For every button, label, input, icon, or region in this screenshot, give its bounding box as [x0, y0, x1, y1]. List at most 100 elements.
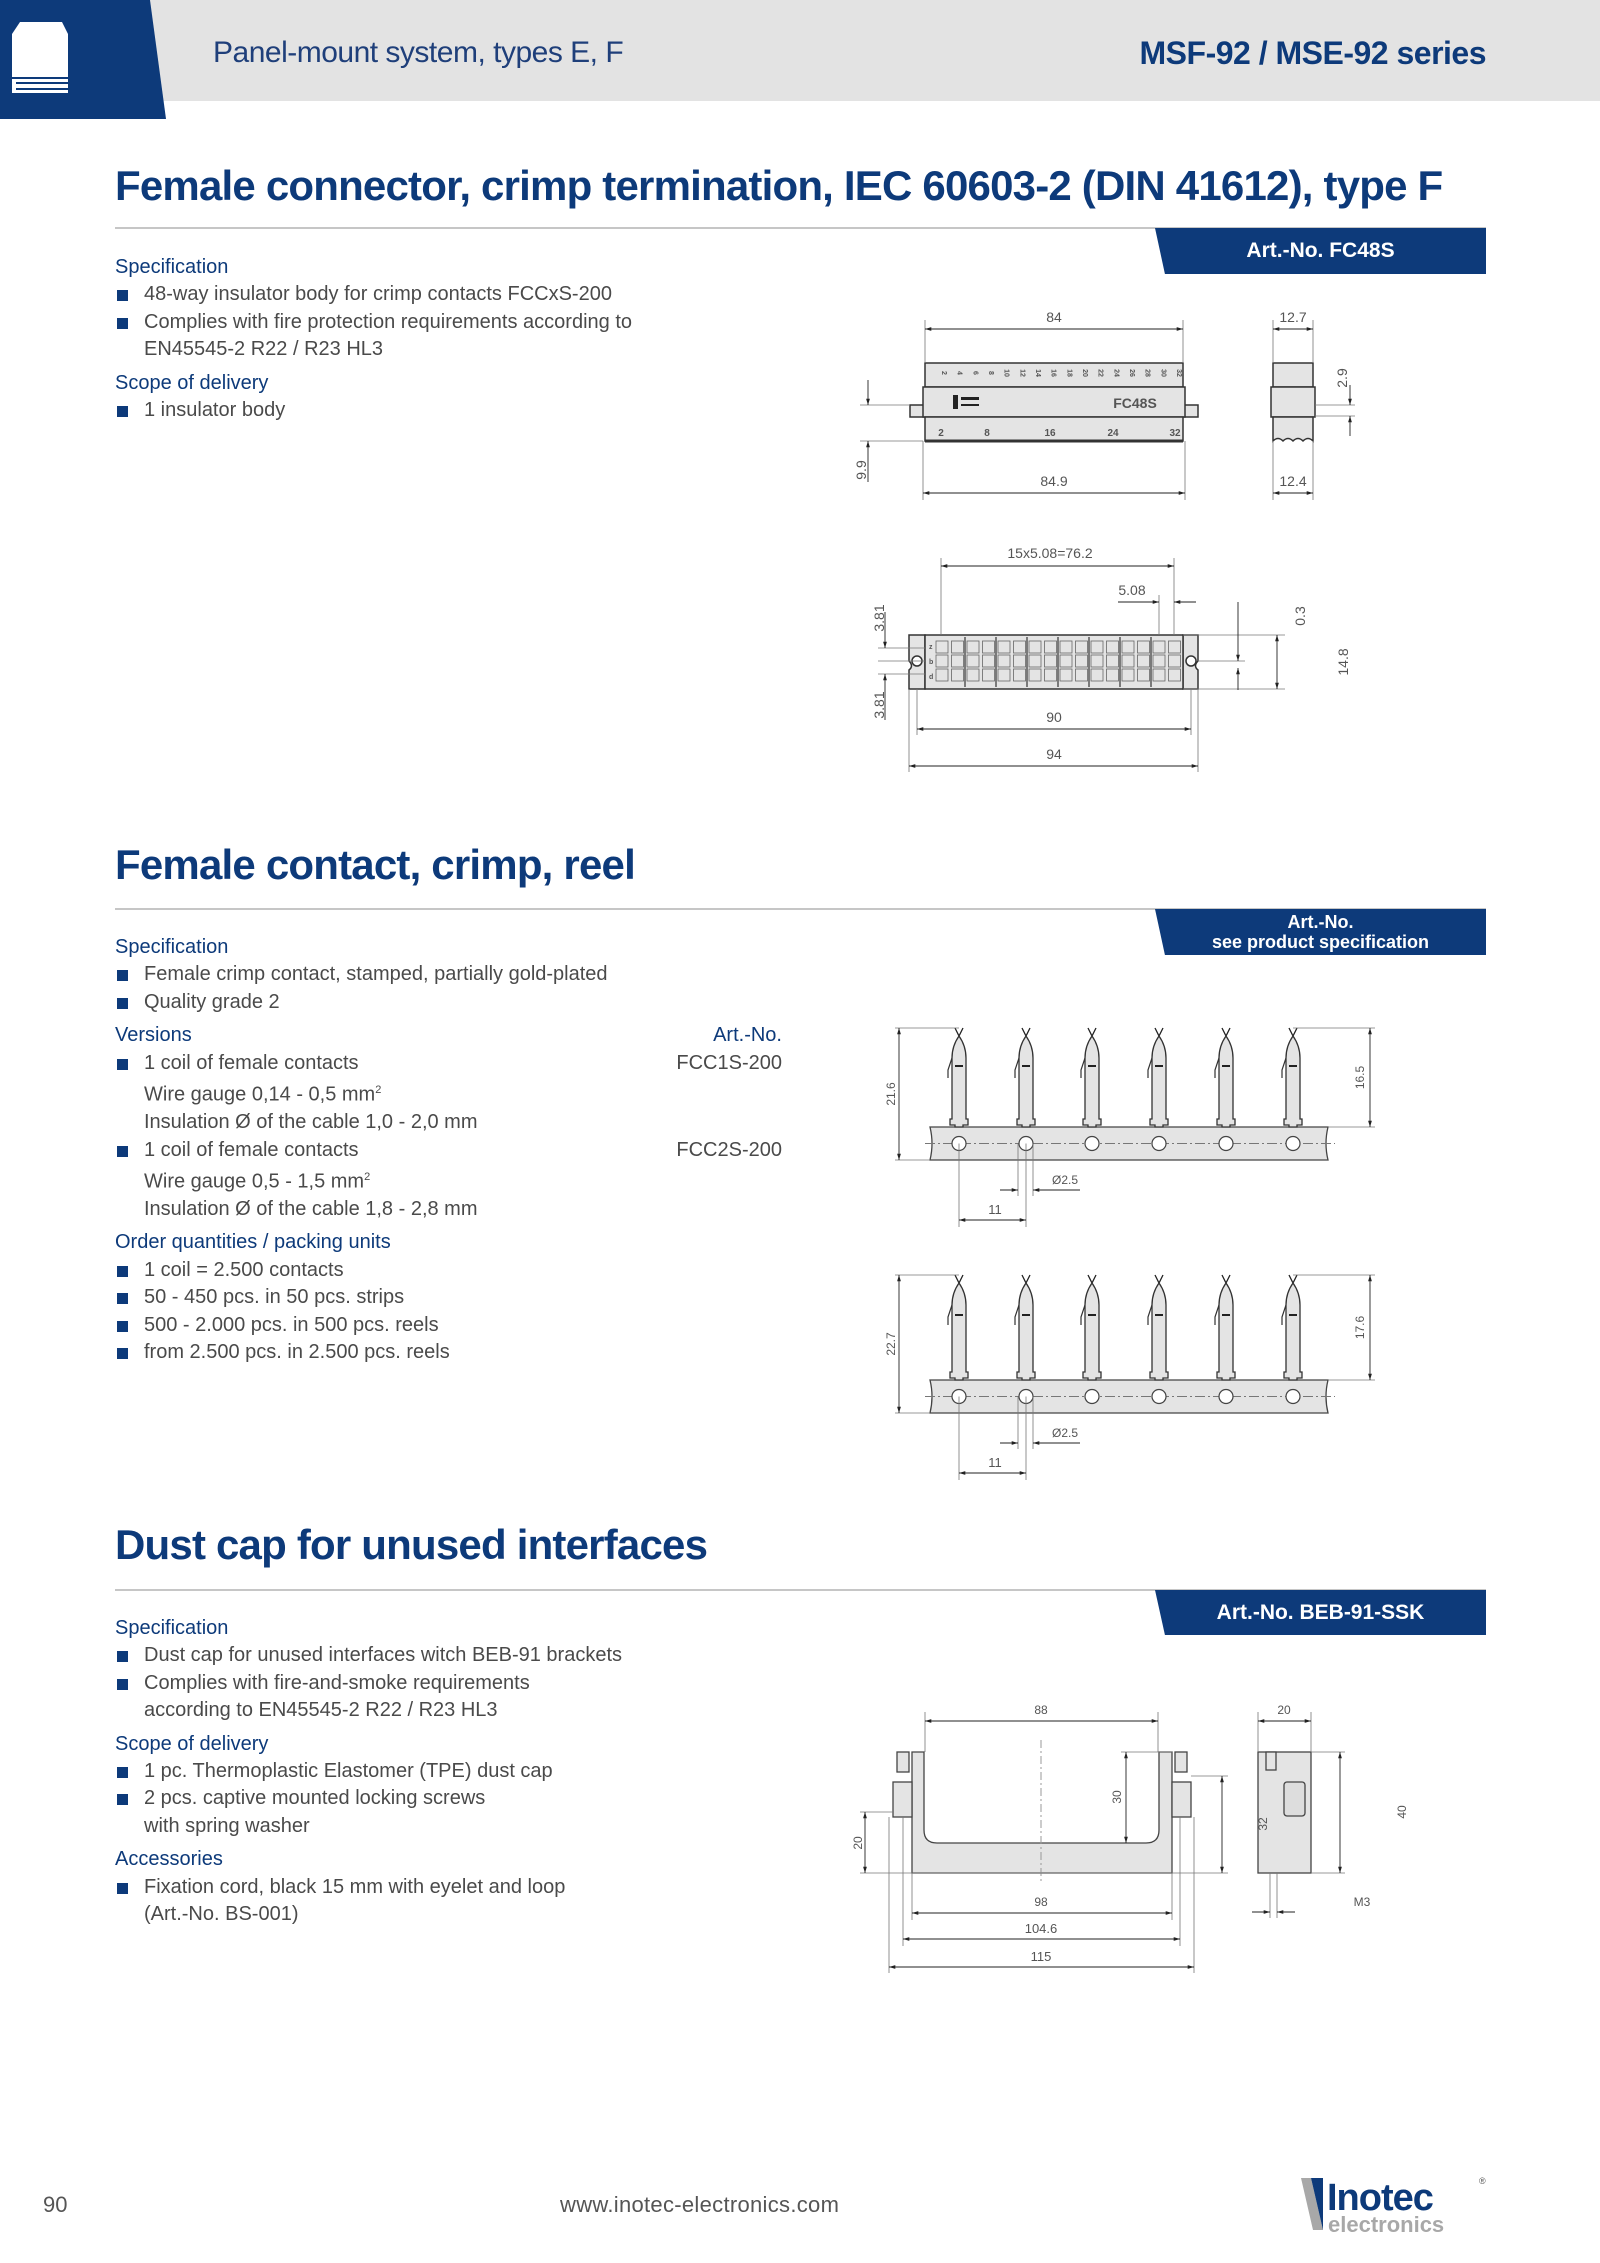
page-number: 90: [43, 2192, 68, 2217]
version-insulation: Insulation Ø of the cable 1,0 - 2,0 mm: [144, 1111, 478, 1134]
svg-text:b: b: [929, 659, 933, 666]
accessory-item: Fixation cord, black 15 mm with eyelet a…: [115, 1874, 795, 1901]
order-heading: Order quantities / packing units: [115, 1231, 391, 1254]
version-art-no: FCC2S-200: [676, 1138, 782, 1161]
contact-cavity: [1090, 640, 1104, 654]
pin-number: 32: [1175, 369, 1182, 377]
spec-item: Female crimp contact, stamped, partially…: [115, 961, 782, 988]
contact-strip-drawing: 22.717.6Ø2.511: [884, 1274, 1375, 1480]
contact-cavity: [1013, 654, 1026, 668]
dim-label: 30: [1110, 1790, 1124, 1804]
scope-item: 1 pc. Thermoplastic Elastomer (TPE) dust…: [115, 1758, 795, 1785]
dim-label: 84.9: [1040, 473, 1067, 489]
contact-cavity: [951, 640, 964, 654]
contact-cavity: [1013, 668, 1026, 682]
dim-label: 3.81: [871, 691, 887, 718]
contact-cavity: [982, 654, 995, 668]
side-view-bottom: [1272, 416, 1314, 443]
section-divider: [115, 227, 1486, 229]
contact-cavity: [1152, 654, 1166, 668]
contact-cavity: [1028, 654, 1042, 668]
pilot-hole: [1151, 1388, 1167, 1405]
section-title-dust-cap: Dust cap for unused interfaces: [115, 1521, 708, 1568]
contact-cavity: [1090, 654, 1104, 668]
dim-label: 17.6: [1353, 1315, 1367, 1339]
contact-cavity: [966, 640, 980, 654]
crimp-contact: [1082, 1034, 1102, 1128]
dim-label: 20: [851, 1836, 865, 1850]
dim-label: 20: [1277, 1703, 1291, 1717]
dim-label: 2.9: [1334, 368, 1350, 388]
pin-number: 26: [1128, 369, 1135, 377]
pilot-hole: [1218, 1388, 1234, 1405]
contact-cavity: [982, 640, 995, 654]
pin-number: 10: [1003, 369, 1010, 377]
website-link[interactable]: www.inotec-electronics.com: [560, 2192, 840, 2217]
spec-item-cont: according to EN45545-2 R22 / R23 HL3: [144, 1699, 498, 1722]
pin-number: 20: [1081, 369, 1088, 377]
pilot-hole: [1285, 1388, 1301, 1405]
crimp-contact: [1149, 1281, 1169, 1381]
pin-number: 2: [940, 371, 947, 375]
dim-label: 21.6: [884, 1082, 898, 1106]
contact-cavity: [966, 668, 980, 682]
dim-label: 12.7: [1279, 309, 1306, 325]
contact-cavity: [1168, 640, 1181, 654]
dim-label: M3: [1354, 1895, 1371, 1909]
left-bracket: [892, 1781, 913, 1818]
svg-text:Inotec: Inotec: [1327, 2177, 1434, 2219]
scope-item: 1 insulator body: [115, 397, 795, 424]
art-no-note: see product specification: [1211, 932, 1430, 952]
pilot-hole: [1218, 1135, 1234, 1152]
scope-heading: Scope of delivery: [115, 1732, 269, 1755]
contact-cavity: [1044, 654, 1057, 668]
dim-label: Ø2.5: [1052, 1173, 1078, 1187]
dim-label: 90: [1046, 709, 1062, 725]
crimp-contact: [1082, 1281, 1102, 1381]
versions-header: Versions Art.-No.: [115, 1022, 782, 1049]
pin-number: 6: [971, 371, 978, 375]
spec-item: 48-way insulator body for crimp contacts…: [115, 281, 795, 308]
contact-cavity: [935, 668, 949, 682]
svg-text:z: z: [929, 644, 933, 651]
dim-label: 14.8: [1335, 648, 1351, 675]
right-bracket: [1171, 1781, 1192, 1818]
version-gauge: Wire gauge 0,14 - 0,5 mm2: [144, 1083, 382, 1106]
order-item: 500 - 2.000 pcs. in 500 pcs. reels: [115, 1312, 782, 1339]
pilot-hole: [1084, 1135, 1100, 1152]
svg-text:electronics: electronics: [1328, 2212, 1444, 2236]
pin-number: 8: [987, 371, 994, 375]
dim-label: 115: [1031, 1949, 1052, 1964]
contact-cavity: [1121, 640, 1135, 654]
dim-label: 104.6: [1025, 1921, 1058, 1936]
dim-label: 3.81: [871, 604, 887, 631]
pin-number: 14: [1034, 369, 1041, 377]
dim-label: 98: [1034, 1895, 1048, 1909]
pin-number: 18: [1065, 369, 1072, 377]
scope-item: 2 pcs. captive mounted locking screws: [115, 1785, 795, 1812]
section-divider: [115, 908, 1486, 910]
crimp-contact: [1016, 1281, 1036, 1381]
crimp-contact: [949, 1281, 969, 1381]
dim-label: 94: [1046, 746, 1062, 762]
spec-heading: Specification: [115, 1617, 229, 1639]
dim-label: 11: [988, 1202, 1002, 1217]
section-divider: [115, 1589, 1486, 1591]
contact-cavity: [982, 668, 995, 682]
crimp-contact: [1283, 1034, 1303, 1128]
contact-cavity: [1168, 668, 1181, 682]
dim-label: Ø2.5: [1052, 1426, 1078, 1440]
versions-heading: Versions: [115, 1024, 192, 1047]
contact-cavity: [1059, 640, 1073, 654]
left-screw-head: [896, 1751, 910, 1773]
section-title-female-connector: Female connector, crimp termination, IEC…: [115, 162, 1443, 209]
connector-category-icon: [0, 0, 166, 119]
contact-cavity: [966, 654, 980, 668]
dim-label: 32: [1256, 1817, 1270, 1831]
crimp-contact: [1216, 1281, 1236, 1381]
artno-column-heading: Art.-No.: [713, 1024, 782, 1047]
art-no-badge: Art.-No. FC48S: [1155, 228, 1486, 274]
order-item: from 2.500 pcs. in 2.500 pcs. reels: [115, 1339, 782, 1366]
dust-cap-drawing: 88 98 104.6 115 20 30 32 20 40 M3: [851, 1703, 1409, 1973]
